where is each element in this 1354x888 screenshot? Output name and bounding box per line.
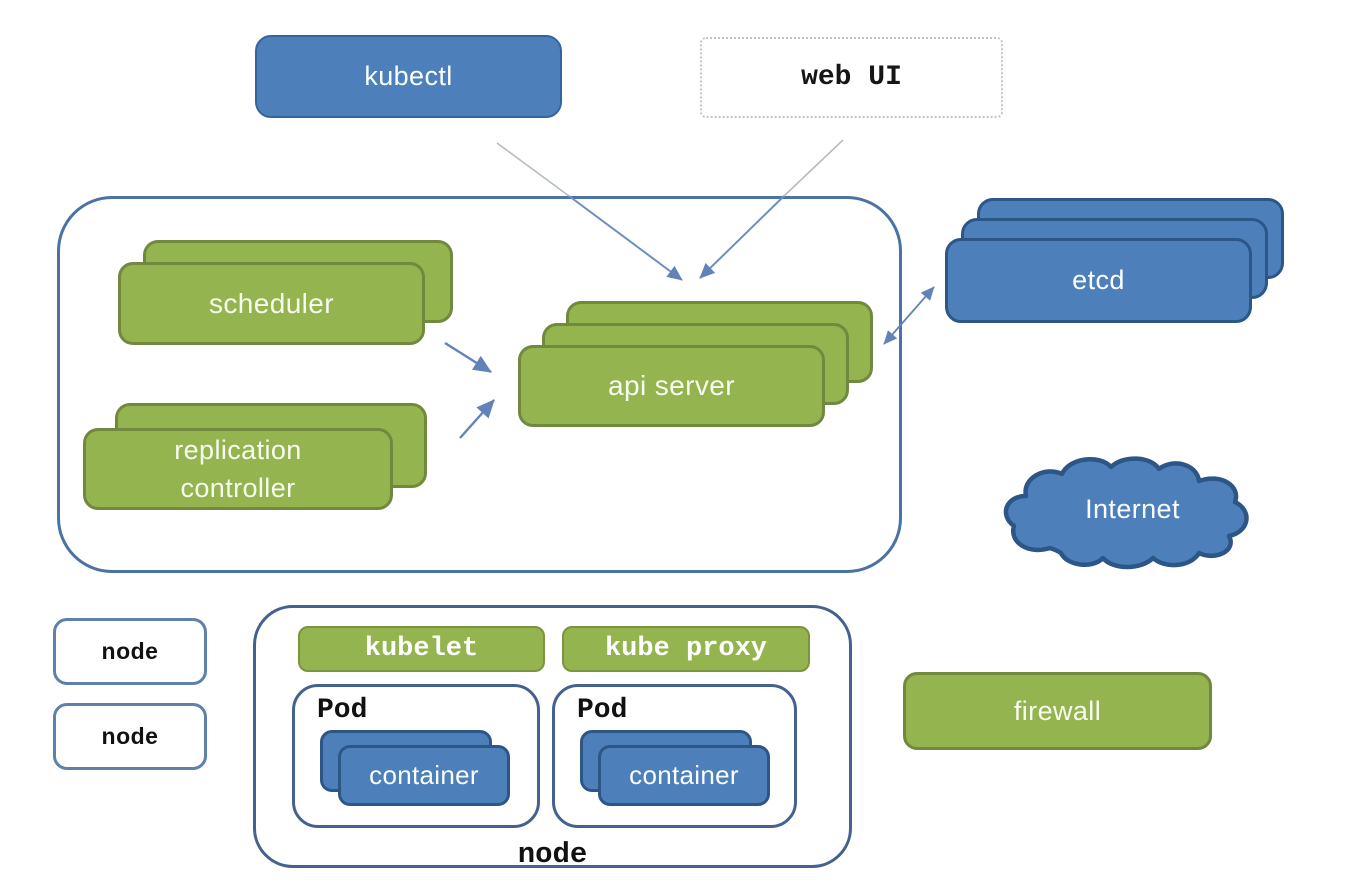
scheduler-box: scheduler xyxy=(118,262,425,345)
web-ui-box: web UI xyxy=(700,37,1003,118)
node-box-2: node xyxy=(53,703,207,770)
kubelet-label: kubelet xyxy=(364,634,479,664)
node-box-1: node xyxy=(53,618,207,685)
replication-controller-label: replication controller xyxy=(174,435,302,503)
internet-cloud-icon xyxy=(1003,456,1249,570)
container-2-label: container xyxy=(629,760,739,790)
etcd-box: etcd xyxy=(945,238,1252,323)
node-group-label: node xyxy=(253,837,852,871)
container-box-1: container xyxy=(338,745,510,806)
pod-2-label: Pod xyxy=(577,695,628,726)
internet-label: Internet xyxy=(1005,492,1260,526)
replication-controller-box: replication controller xyxy=(83,428,393,510)
internet-label-text: Internet xyxy=(1085,493,1180,524)
node-box-2-label: node xyxy=(101,723,159,749)
firewall-label: firewall xyxy=(1013,695,1102,726)
kubectl-to-apiserver-arrow xyxy=(496,142,570,197)
api-server-box: api server xyxy=(518,345,825,427)
kube-proxy-label: kube proxy xyxy=(604,634,768,664)
kubelet-box: kubelet xyxy=(298,626,545,672)
pod-1-label: Pod xyxy=(317,695,368,726)
webui-to-apiserver-arrow xyxy=(783,139,844,197)
container-1-label: container xyxy=(369,760,479,790)
container-box-2: container xyxy=(598,745,770,806)
scheduler-label: scheduler xyxy=(208,287,334,319)
kubectl-box: kubectl xyxy=(255,35,562,118)
master-container xyxy=(57,196,902,573)
kubectl-label: kubectl xyxy=(364,61,453,91)
kube-proxy-box: kube proxy xyxy=(562,626,810,672)
web-ui-label: web UI xyxy=(801,62,902,93)
etcd-label: etcd xyxy=(1072,265,1125,295)
node-box-1-label: node xyxy=(101,638,159,664)
node-group-label-text: node xyxy=(517,837,588,871)
api-server-label: api server xyxy=(608,370,735,401)
firewall-box: firewall xyxy=(903,672,1212,750)
